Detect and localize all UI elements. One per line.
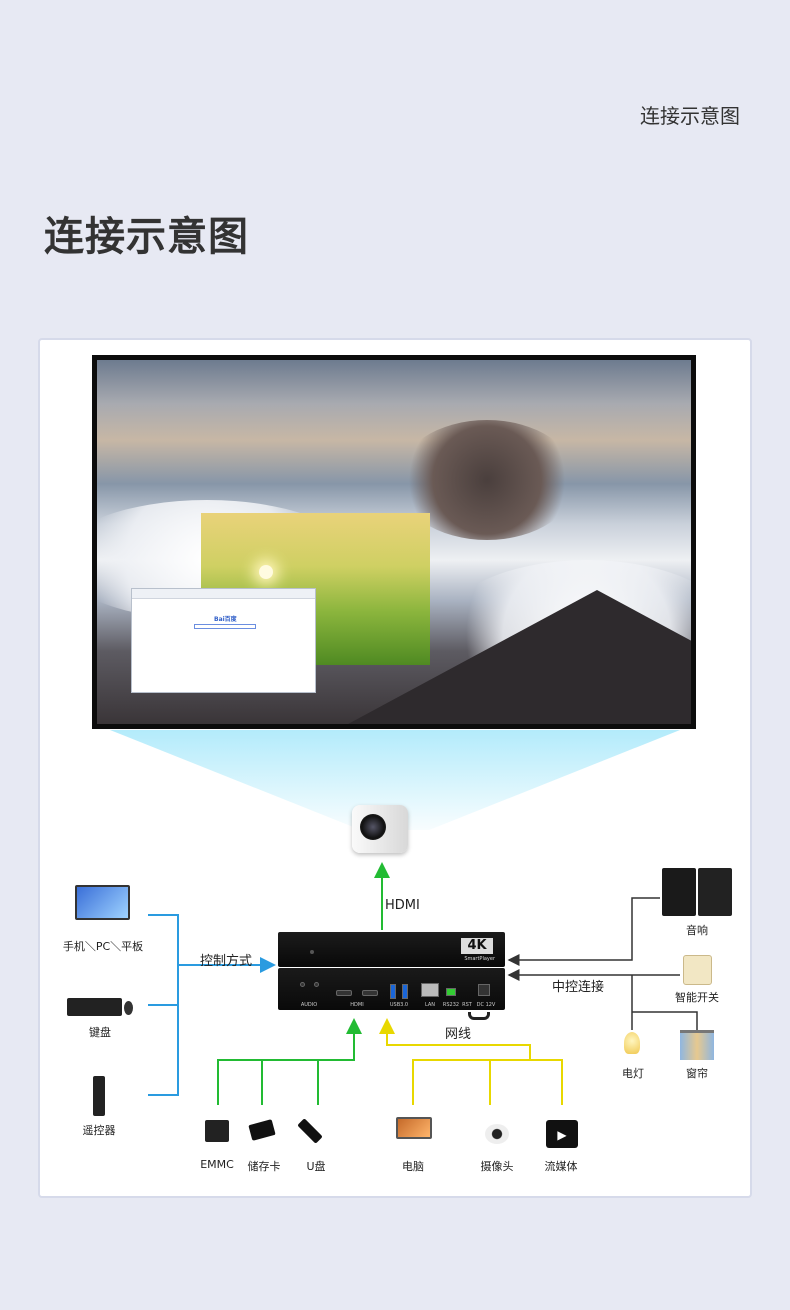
right-device-label: 智能开关 xyxy=(675,991,719,1004)
keyboard-icon xyxy=(67,998,122,1016)
hdmi-label: HDMI xyxy=(385,898,420,913)
usb-port-1 xyxy=(390,984,396,999)
usb-port-label: USB3.0 xyxy=(389,1002,409,1008)
remote-control-icon xyxy=(93,1076,105,1116)
speaker-icon xyxy=(662,868,696,916)
hdmi-port-label: HDMI xyxy=(350,1002,364,1008)
streaming-media-icon: ▶ xyxy=(546,1120,578,1148)
projector-icon xyxy=(352,805,408,853)
right-device-label: 音响 xyxy=(686,924,708,937)
hdmi-in-port xyxy=(336,990,352,996)
smart-switch-icon xyxy=(683,955,712,985)
dc-port-label: DC 12V xyxy=(476,1002,496,1008)
bottom-device-label: 摄像头 xyxy=(480,1160,514,1173)
brand-label: SmartPlayer xyxy=(464,956,495,962)
central-control-label: 中控连接 xyxy=(552,980,605,995)
light-bulb-icon xyxy=(624,1032,640,1054)
control-method-label: 控制方式 xyxy=(200,954,253,969)
audio-port-label: AUDIO xyxy=(300,1002,318,1008)
left-device-label: 键盘 xyxy=(89,1026,111,1039)
smartplayer-device-rear: AUDIO HDMI USB3.0 LAN RS232 RST DC 12V xyxy=(278,968,505,1010)
browser-logo: Bai百度 xyxy=(214,616,237,623)
hdmi-out-port xyxy=(362,990,378,996)
speaker-icon xyxy=(698,868,732,916)
left-device-label: 遥控器 xyxy=(82,1124,116,1137)
browser-search-box xyxy=(194,624,256,629)
4k-badge: 4K xyxy=(461,938,493,954)
bottom-device-label: 流媒体 xyxy=(544,1160,578,1173)
left-device-label: 手机＼PC＼平板 xyxy=(62,940,144,953)
browser-window: Bai百度 xyxy=(131,588,316,693)
header-small-title: 连接示意图 xyxy=(640,104,740,128)
computer-icon xyxy=(396,1117,432,1139)
dc-port xyxy=(478,984,490,996)
bottom-device-label: 电脑 xyxy=(402,1160,424,1173)
rs232-port-label: RS232 xyxy=(442,1002,460,1008)
right-device-label: 电灯 xyxy=(622,1067,644,1080)
camera-icon xyxy=(485,1124,509,1144)
network-cable-label: 网线 xyxy=(445,1027,472,1042)
mouse-icon xyxy=(124,1001,133,1015)
smartplayer-device-front: 4K SmartPlayer xyxy=(278,932,505,967)
laptop-tablet-phone-icon xyxy=(75,885,130,920)
emmc-icon xyxy=(205,1120,229,1142)
right-device-label: 窗帘 xyxy=(686,1067,708,1080)
bottom-device-label: 储存卡 xyxy=(247,1160,281,1173)
curtain-icon xyxy=(680,1030,714,1060)
page-title: 连接示意图 xyxy=(44,214,249,260)
rst-label: RST xyxy=(462,1002,472,1008)
lan-port xyxy=(421,983,439,997)
usb-port-2 xyxy=(402,984,408,999)
bottom-device-label: U盘 xyxy=(306,1160,326,1173)
rs232-port xyxy=(446,988,456,996)
bottom-device-label: EMMC xyxy=(200,1158,234,1171)
cable-icon xyxy=(468,1012,490,1020)
lan-port-label: LAN xyxy=(424,1002,436,1008)
